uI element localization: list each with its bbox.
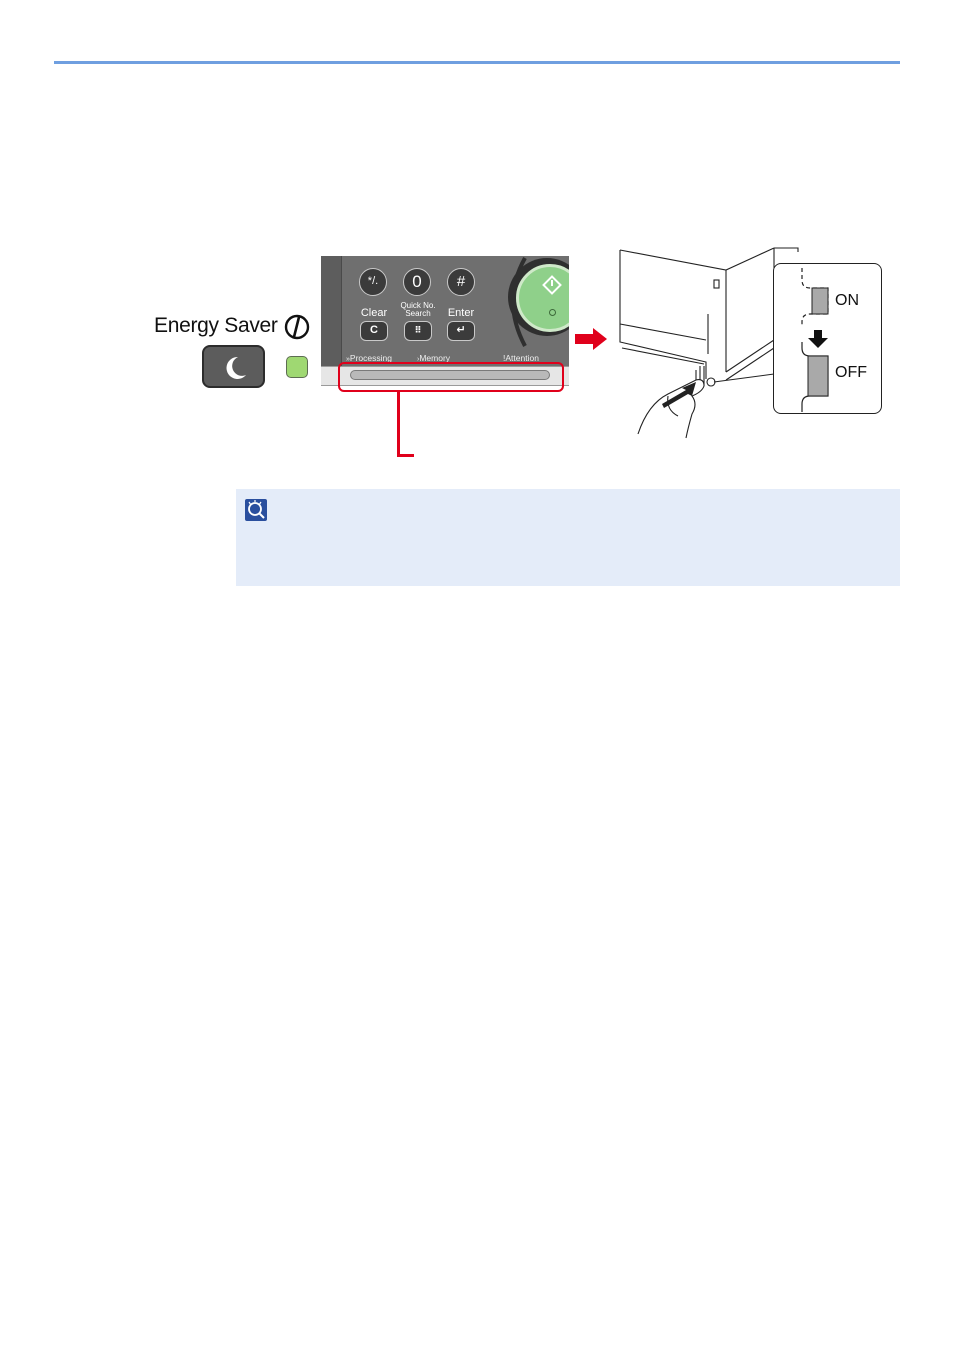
switch-off-label: OFF [835, 364, 867, 381]
note-box [236, 489, 900, 586]
moon-icon [226, 356, 246, 379]
start-key[interactable] [516, 264, 569, 332]
power-switch-inset: ON OFF [773, 263, 882, 414]
switch-on-label: ON [835, 292, 859, 309]
hash-key[interactable]: # [447, 268, 475, 296]
panel-edge [321, 256, 342, 366]
start-led [549, 309, 556, 316]
energy-saver-button[interactable] [202, 345, 265, 388]
zero-key[interactable]: 0 [403, 268, 431, 296]
printer-illustration [619, 247, 799, 439]
enter-key[interactable]: ↵ [447, 321, 475, 341]
callout-line-end [397, 454, 414, 457]
processing-indicator: »Processing [346, 353, 392, 363]
callout-line [397, 392, 400, 456]
quick-no-search-key[interactable]: ⠿ [404, 321, 432, 341]
power-icon [284, 314, 310, 340]
operation-panel: */. 0 # Clear Quick No. Search Enter C ⠿… [321, 256, 569, 366]
memory-indicator: ›Memory [417, 353, 451, 363]
switch-illustration [801, 268, 829, 412]
note-icon [245, 499, 267, 521]
clear-label: Clear [360, 307, 388, 319]
search-label: Search [405, 309, 431, 318]
energy-saver-label: Energy Saver [154, 314, 278, 337]
right-arrow-icon [575, 328, 607, 350]
header-rule [54, 61, 900, 64]
start-icon [542, 275, 562, 295]
quick-no-label: Quick No. [400, 301, 436, 310]
clear-key[interactable]: C [360, 321, 388, 341]
asterisk-key[interactable]: */. [359, 268, 387, 296]
enter-label: Enter [447, 307, 475, 319]
down-arrow-icon [808, 330, 828, 348]
energy-saver-led [286, 356, 308, 378]
attention-indicator: !Attention [503, 353, 539, 363]
indicator-highlight [338, 362, 564, 392]
status-indicator-bar [350, 370, 550, 380]
